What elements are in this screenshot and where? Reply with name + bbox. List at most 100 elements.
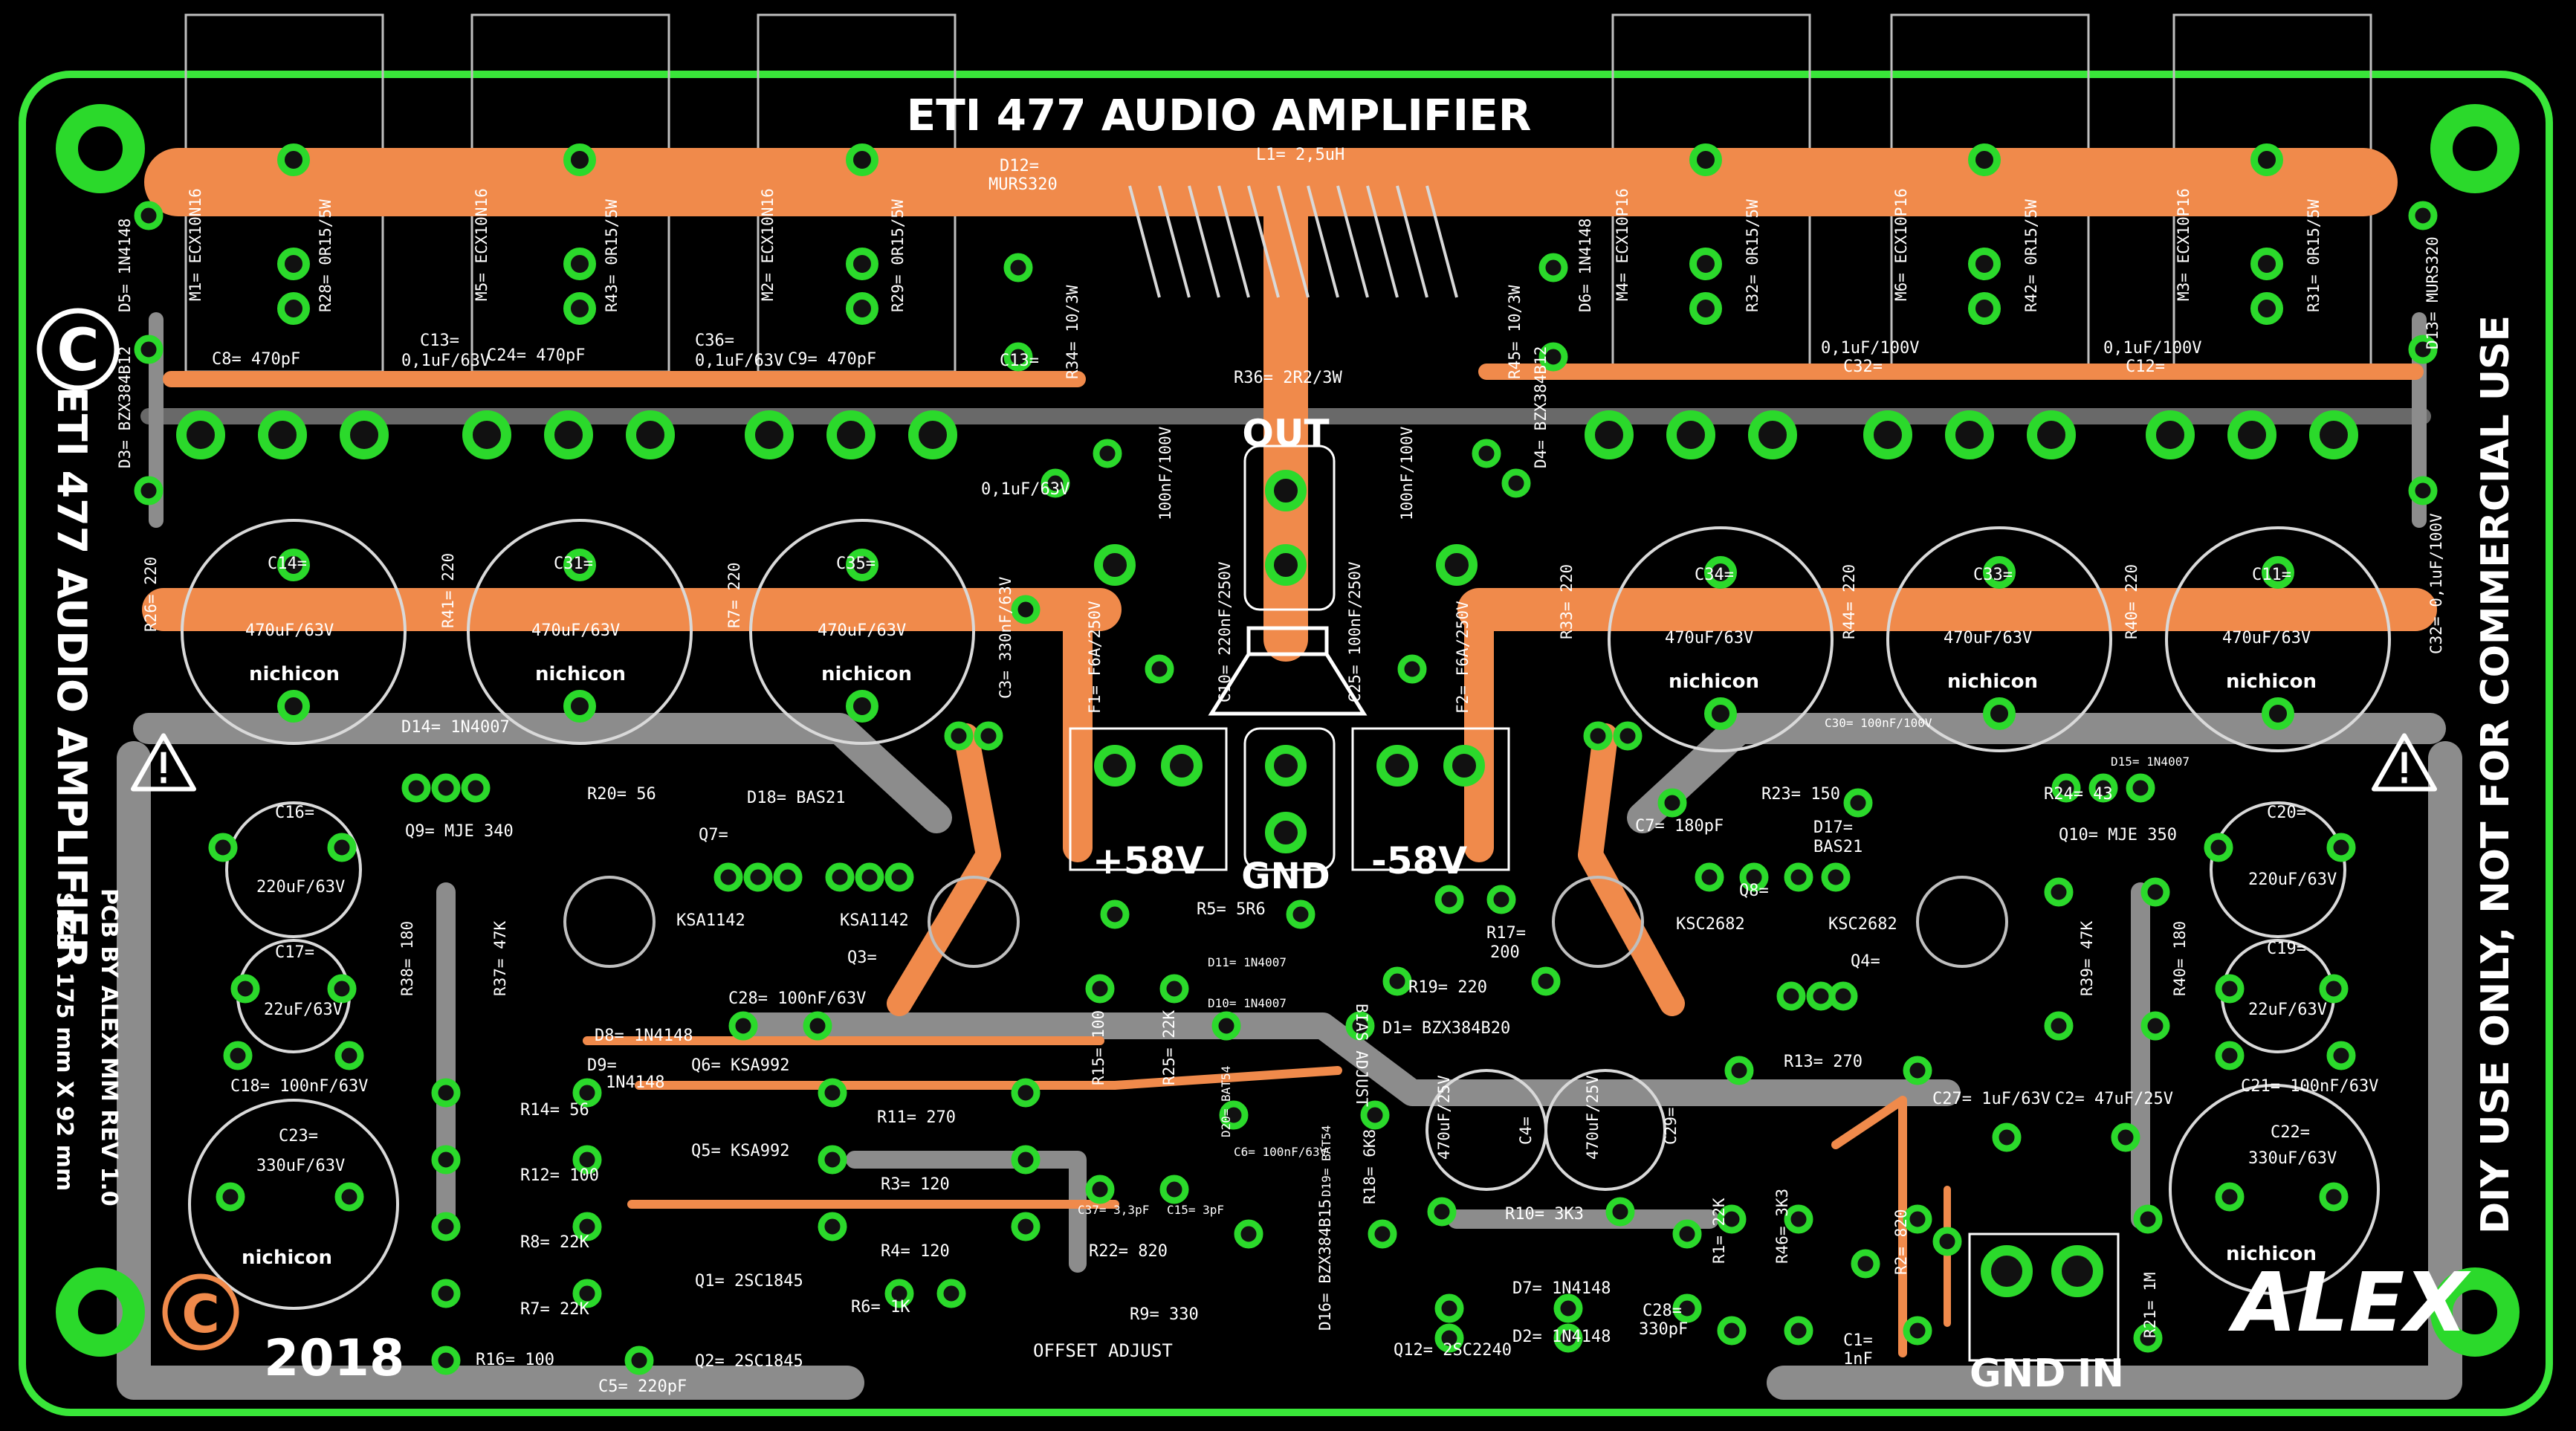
label-c29-value: 470uF/25V xyxy=(1584,1075,1602,1160)
solder-pad xyxy=(1903,1056,1932,1085)
label-c4-value: 470uF/25V xyxy=(1435,1075,1453,1160)
solder-pad xyxy=(1161,745,1203,786)
label-c20: C20= xyxy=(2267,804,2306,822)
solder-pad xyxy=(1531,966,1561,996)
label-c33-value: 470uF/63V xyxy=(1944,629,2032,647)
label-r37: R37= 47K xyxy=(491,920,509,996)
label-r2: R2= 820 xyxy=(1892,1209,1910,1275)
label-r10: R10= 3K3 xyxy=(1505,1205,1584,1224)
label-d9-value: 1N4148 xyxy=(606,1073,664,1092)
solder-pad xyxy=(2250,292,2283,325)
solder-pad xyxy=(1011,1212,1041,1241)
label-m4: M4= ECX10P16 xyxy=(1614,188,1631,301)
solder-pad xyxy=(1219,1100,1249,1130)
solder-pad xyxy=(1234,1219,1263,1249)
solder-pad xyxy=(216,1182,245,1212)
solder-pad xyxy=(572,1212,602,1241)
label-r19: R19= 220 xyxy=(1408,978,1487,997)
solder-pad xyxy=(1672,1293,1702,1323)
label-f1: F1= F6A/250V xyxy=(1086,601,1104,714)
disclaimer: DIY USE ONLY, NOT FOR COMMERCIAL USE xyxy=(2473,315,2518,1234)
label-d7: D7= 1N4148 xyxy=(1512,1279,1611,1298)
label-c1: C1= xyxy=(1843,1331,1873,1350)
nichicon-8: nichicon xyxy=(2226,1243,2317,1265)
solder-pad xyxy=(1583,721,1613,751)
solder-pad xyxy=(1434,1323,1464,1353)
label-c6: C6= 100nF/63V xyxy=(1234,1145,1327,1159)
solder-pad xyxy=(1265,470,1307,511)
solder-pad xyxy=(1427,1197,1457,1227)
label-r26: R26= 220 xyxy=(142,557,160,632)
electrolytic-capacitors xyxy=(181,519,2391,1310)
label-c16: C16= xyxy=(275,804,314,822)
solder-pad xyxy=(1003,253,1033,282)
label-r32: R32= 0R15/5W xyxy=(1744,199,1761,312)
label-c36-value: 0,1uF/63V xyxy=(695,352,783,370)
label-cap100a: 100nF/100V xyxy=(1156,426,1174,520)
label-c3: C3= 330nF/63V xyxy=(997,576,1014,699)
solder-pad xyxy=(1968,143,2001,176)
solder-pad xyxy=(944,721,974,751)
label-q3: Q3= xyxy=(847,949,877,967)
label-c35: C35= xyxy=(836,555,876,573)
label-r12: R12= 100 xyxy=(520,1166,599,1185)
label-r13: R13= 270 xyxy=(1784,1053,1863,1071)
board-size: SIZE : 175 mm X 92 mm xyxy=(51,892,77,1191)
label-c1-value: 1nF xyxy=(1843,1350,1873,1369)
solder-pad xyxy=(1981,1245,2033,1297)
solder-pad xyxy=(1486,885,1516,914)
solder-pad xyxy=(2051,773,2081,803)
label-c28b: C28= xyxy=(1643,1302,1682,1320)
solder-pad xyxy=(2408,335,2438,364)
solder-pad xyxy=(563,690,596,723)
label-r44: R44= 220 xyxy=(1840,564,1858,639)
label-c12: C12= xyxy=(2126,358,2165,376)
label-r28: R28= 0R15/5W xyxy=(317,199,334,312)
solder-pad xyxy=(258,410,307,459)
solder-pad xyxy=(1011,1078,1041,1108)
solder-pad xyxy=(572,1145,602,1175)
label-c34: C34= xyxy=(1695,566,1734,584)
solder-pad xyxy=(2262,697,2294,730)
solder-pad xyxy=(327,974,357,1004)
solder-pad xyxy=(563,143,596,176)
copyright-letter-bottom: C xyxy=(181,1284,219,1345)
solder-pad xyxy=(2044,1011,2074,1041)
solder-pad xyxy=(1784,862,1813,892)
solder-pad xyxy=(1159,1175,1189,1204)
label-r40: R40= 180 xyxy=(2171,921,2189,996)
solder-pad xyxy=(818,1145,847,1175)
label-r23: R23= 150 xyxy=(1761,785,1840,804)
label-c9: C9= 470pF xyxy=(788,350,876,369)
label-r16: R16= 100 xyxy=(476,1351,554,1369)
solder-pad xyxy=(1011,595,1041,624)
solder-pad xyxy=(431,1212,461,1241)
solder-pad xyxy=(1553,1323,1583,1353)
solder-pad xyxy=(1501,468,1531,498)
label-r5: R5= 5R6 xyxy=(1197,900,1266,919)
solder-pad xyxy=(431,1145,461,1175)
pos58v-label: +58V xyxy=(1093,839,1204,882)
label-m3: M3= ECX10P16 xyxy=(2175,188,2192,301)
label-c31: C31= xyxy=(554,555,593,573)
solder-pad xyxy=(855,862,884,892)
solder-pad xyxy=(431,1346,461,1375)
solder-pad xyxy=(1784,1316,1813,1346)
label-q8: Q8= xyxy=(1739,882,1769,900)
solder-pad xyxy=(1739,862,1769,892)
label-r17: R17= xyxy=(1486,924,1526,943)
solder-pad xyxy=(1903,1316,1932,1346)
label-c5: C5= 220pF xyxy=(598,1377,687,1396)
solder-pad xyxy=(2215,1182,2245,1212)
nichicon-2: nichicon xyxy=(535,663,626,685)
label-d3: D3= BZX384B12 xyxy=(116,346,134,468)
label-r21: R21= 1M xyxy=(2141,1272,2159,1338)
label-c34-value: 470uF/63V xyxy=(1665,629,1753,647)
solder-pad xyxy=(1821,862,1851,892)
solder-pad xyxy=(2326,833,2356,862)
solder-pad xyxy=(1436,544,1478,586)
solder-pad xyxy=(277,690,310,723)
label-d9: D9= xyxy=(587,1056,617,1075)
solder-pad xyxy=(1368,1219,1397,1249)
